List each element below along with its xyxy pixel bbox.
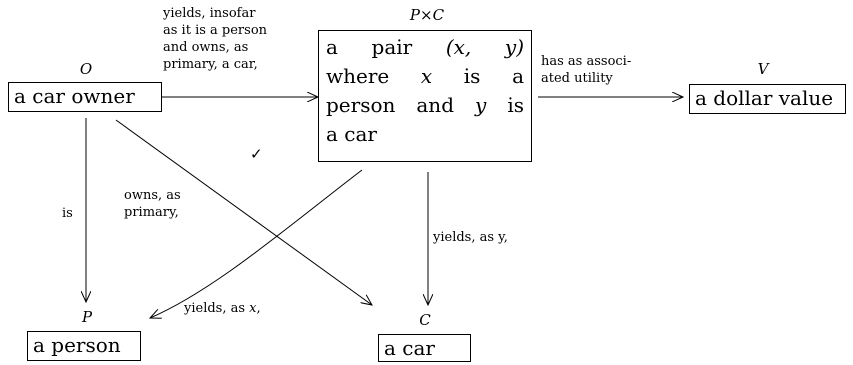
label-owner-to-car: owns, as primary, xyxy=(124,188,181,220)
dollar-label: a dollar value xyxy=(695,86,834,110)
pair-line-1: a pair (x, y) xyxy=(326,35,524,59)
label-owner-to-pair: yields, insofar as it is a person and ow… xyxy=(163,6,268,72)
owner-label: a car owner xyxy=(14,84,135,108)
pair-line-3: person and y is xyxy=(326,93,524,117)
label-pair-to-car: yields, as y, xyxy=(433,230,508,245)
pair-line-2: where x is a xyxy=(326,64,524,88)
person-symbol: P xyxy=(81,308,93,326)
car-node: a car xyxy=(378,334,471,362)
label-pair-to-person: yields, as x, xyxy=(184,301,261,316)
dollar-symbol: V xyxy=(757,60,769,78)
car-symbol: C xyxy=(419,311,431,329)
person-node: a person xyxy=(27,331,141,361)
owner-node: a car owner xyxy=(8,82,162,112)
dollar-node: a dollar value xyxy=(689,84,846,114)
car-label: a car xyxy=(384,336,435,360)
pair-line-4: a car xyxy=(326,122,377,146)
edge-pair-to-person xyxy=(150,169,363,318)
pair-node: a pair (x, y) where x is a person and y … xyxy=(318,30,532,162)
person-label: a person xyxy=(33,333,121,357)
checkmark-icon: ✓ xyxy=(250,145,263,163)
edge-owner-to-car xyxy=(115,119,372,305)
owner-symbol: O xyxy=(79,60,93,78)
pair-symbol: P×C xyxy=(409,6,445,24)
label-owner-to-person: is xyxy=(62,206,73,221)
label-pair-to-dollar: has as associ- ated utility xyxy=(541,54,632,86)
